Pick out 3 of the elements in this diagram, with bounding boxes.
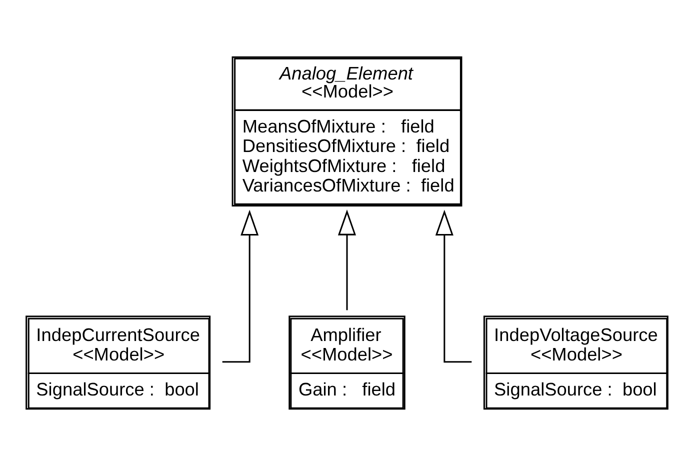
- arrow: [435, 209, 472, 362]
- arrow: [222, 209, 259, 362]
- arrow: [338, 209, 356, 310]
